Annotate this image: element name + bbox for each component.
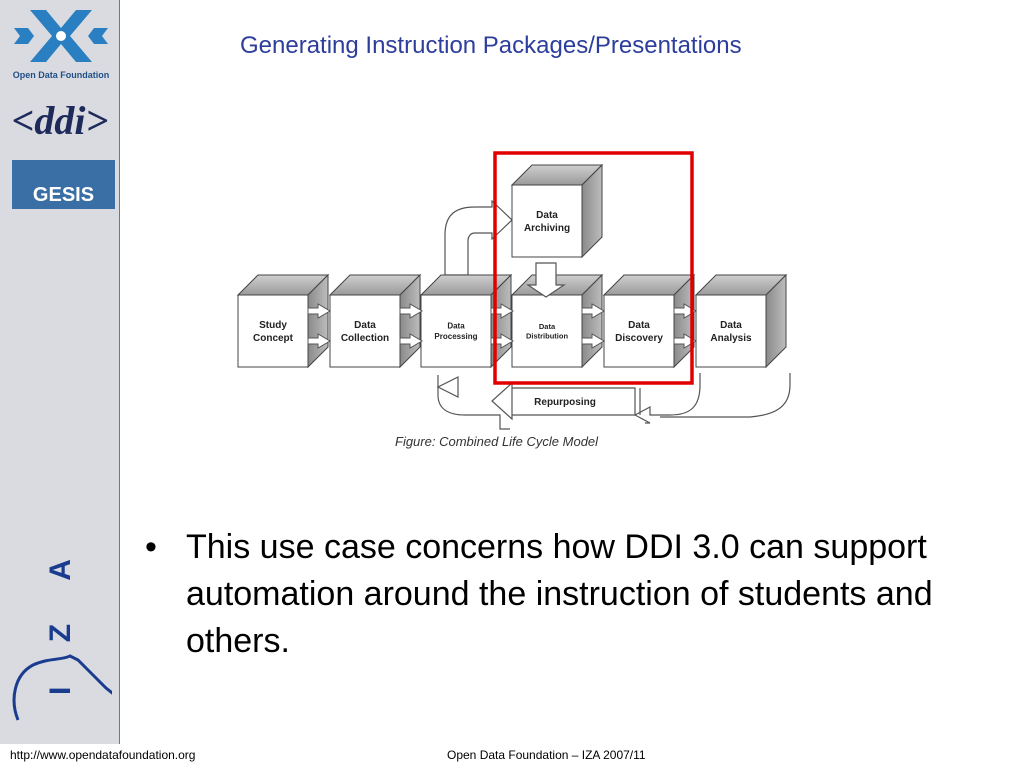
connector-arrow (673, 303, 697, 319)
cube-data-processing-label-line: Data (447, 322, 465, 331)
cube-data-distribution-front (511, 294, 583, 368)
cube-data-processing-label-line: Processing (434, 332, 477, 341)
connector-arrow (399, 303, 423, 319)
repurposing-label: Repurposing (534, 397, 596, 408)
bullet-marker: • (145, 528, 157, 566)
footer-url: http://www.opendatafoundation.org (10, 748, 196, 762)
footer-center: Open Data Foundation – IZA 2007/11 (447, 748, 646, 762)
cube-data-collection-front (329, 294, 401, 368)
svg-text:<ddi>: <ddi> (12, 98, 109, 143)
connector-arrow (490, 333, 514, 349)
cube-data-processing-front (420, 294, 492, 368)
cube-data-analysis-label-line: Data (720, 320, 742, 331)
repurposing-arrow (437, 373, 791, 430)
cube-data-analysis-label-line: Analysis (710, 333, 752, 344)
highlight-rectangle (493, 151, 694, 385)
connector-arrow (307, 303, 331, 319)
cube-study-concept-label-line: Study (259, 320, 287, 331)
cube-data-collection-label-line: Collection (341, 333, 389, 344)
cube-data-archiving-label-line: Archiving (524, 223, 570, 234)
connector-arrow (581, 303, 605, 319)
open-data-foundation-logo: Open Data Foundation (10, 6, 112, 82)
cube-data-discovery-label-line: Data (628, 320, 650, 331)
repurposing-left-arrowhead (436, 376, 459, 398)
cube-data-collection-label-line: Data (354, 320, 376, 331)
diagram-caption: Figure: Combined Life Cycle Model (395, 434, 599, 449)
cube-data-discovery-front (603, 294, 675, 368)
connector-arrow (490, 303, 514, 319)
connector-arrow (581, 333, 605, 349)
cube-data-discovery-label-line: Discovery (615, 333, 663, 344)
connector-arrow (307, 333, 331, 349)
archiving-arrow (444, 199, 513, 276)
slide-title: Generating Instruction Packages/Presenta… (240, 32, 742, 59)
gesis-logo: GESIS (12, 160, 115, 209)
cube-data-analysis-front (695, 294, 767, 368)
archiving-down-arrow (526, 262, 566, 298)
cube-data-distribution-label-line: Data (539, 322, 556, 331)
svg-text:I Z A: I Z A (44, 541, 77, 695)
ddi-logo: <ddi> (8, 96, 112, 148)
cube-study-concept-front (237, 294, 309, 368)
connector-arrow (399, 333, 423, 349)
sidebar: Open Data Foundation <ddi> GESIS I Z A (0, 0, 120, 744)
connector-arrow (673, 333, 697, 349)
cube-study-concept-label-line: Concept (253, 333, 294, 344)
odf-logo-label: Open Data Foundation (12, 70, 110, 80)
cube-data-distribution-label-line: Distribution (526, 332, 568, 341)
bullet-text: This use case concerns how DDI 3.0 can s… (186, 528, 933, 660)
cube-data-archiving-label-line: Data (536, 210, 558, 221)
iza-logo: I Z A (8, 510, 117, 730)
cube-data-archiving-front (511, 184, 583, 258)
